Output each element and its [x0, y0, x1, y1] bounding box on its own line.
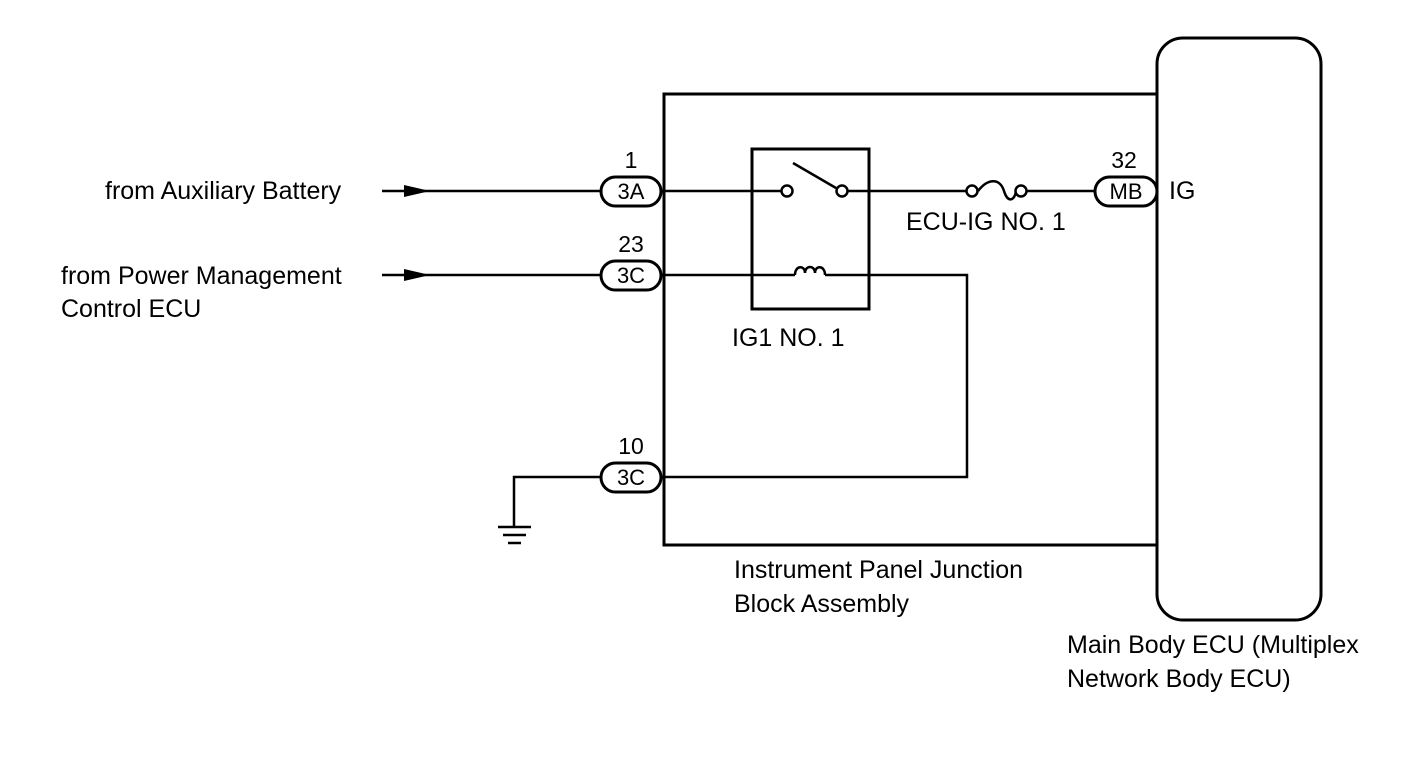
connector-mb-pin: 32 — [1111, 147, 1137, 173]
main-body-ecu-box — [1155, 36, 1323, 622]
fuse-icon — [977, 180, 1018, 201]
connector-3a-code: 3A — [618, 179, 645, 204]
connector-mb — [1093, 175, 1159, 208]
fuse-terminal-right — [1014, 184, 1028, 198]
ground-wire — [512, 475, 601, 527]
coil-return-wire — [661, 273, 969, 479]
switch-terminal-left — [780, 184, 794, 198]
label-relay: IG1 NO. 1 — [732, 324, 845, 352]
label-source-pm-line2: Control ECU — [61, 295, 201, 323]
switch-terminal-right — [835, 184, 849, 198]
junction-block-box — [662, 92, 1157, 547]
label-junction-line1: Instrument Panel Junction — [734, 556, 1023, 584]
label-ecu-terminal: IG — [1169, 177, 1195, 205]
connector-3c-lower-code: 3C — [617, 465, 645, 490]
connector-3c-upper-pin: 23 — [618, 231, 644, 257]
fuse-terminal-left — [965, 184, 979, 198]
pm-arrow-icon — [404, 269, 430, 281]
switch-blade-icon — [792, 161, 837, 190]
connector-3c-lower-pin: 10 — [618, 433, 644, 459]
connector-3a-pin: 1 — [625, 147, 638, 173]
coil-icon — [793, 265, 827, 276]
connector-3c-upper — [599, 259, 663, 292]
label-junction-line2: Block Assembly — [734, 590, 910, 618]
relay-box — [750, 147, 871, 311]
connector-3a — [599, 175, 663, 208]
connector-3c-upper-code: 3C — [617, 263, 645, 288]
label-ecu-line2: Network Body ECU) — [1067, 665, 1291, 693]
connector-3c-lower — [599, 461, 663, 494]
label-source-pm-line1: from Power Management — [61, 262, 342, 290]
label-fuse: ECU-IG NO. 1 — [906, 208, 1066, 236]
label-ecu-line1: Main Body ECU (Multiplex — [1067, 631, 1359, 659]
connector-mb-code: MB — [1110, 179, 1143, 204]
label-source-battery: from Auxiliary Battery — [105, 177, 342, 205]
battery-arrow-icon — [404, 185, 430, 197]
